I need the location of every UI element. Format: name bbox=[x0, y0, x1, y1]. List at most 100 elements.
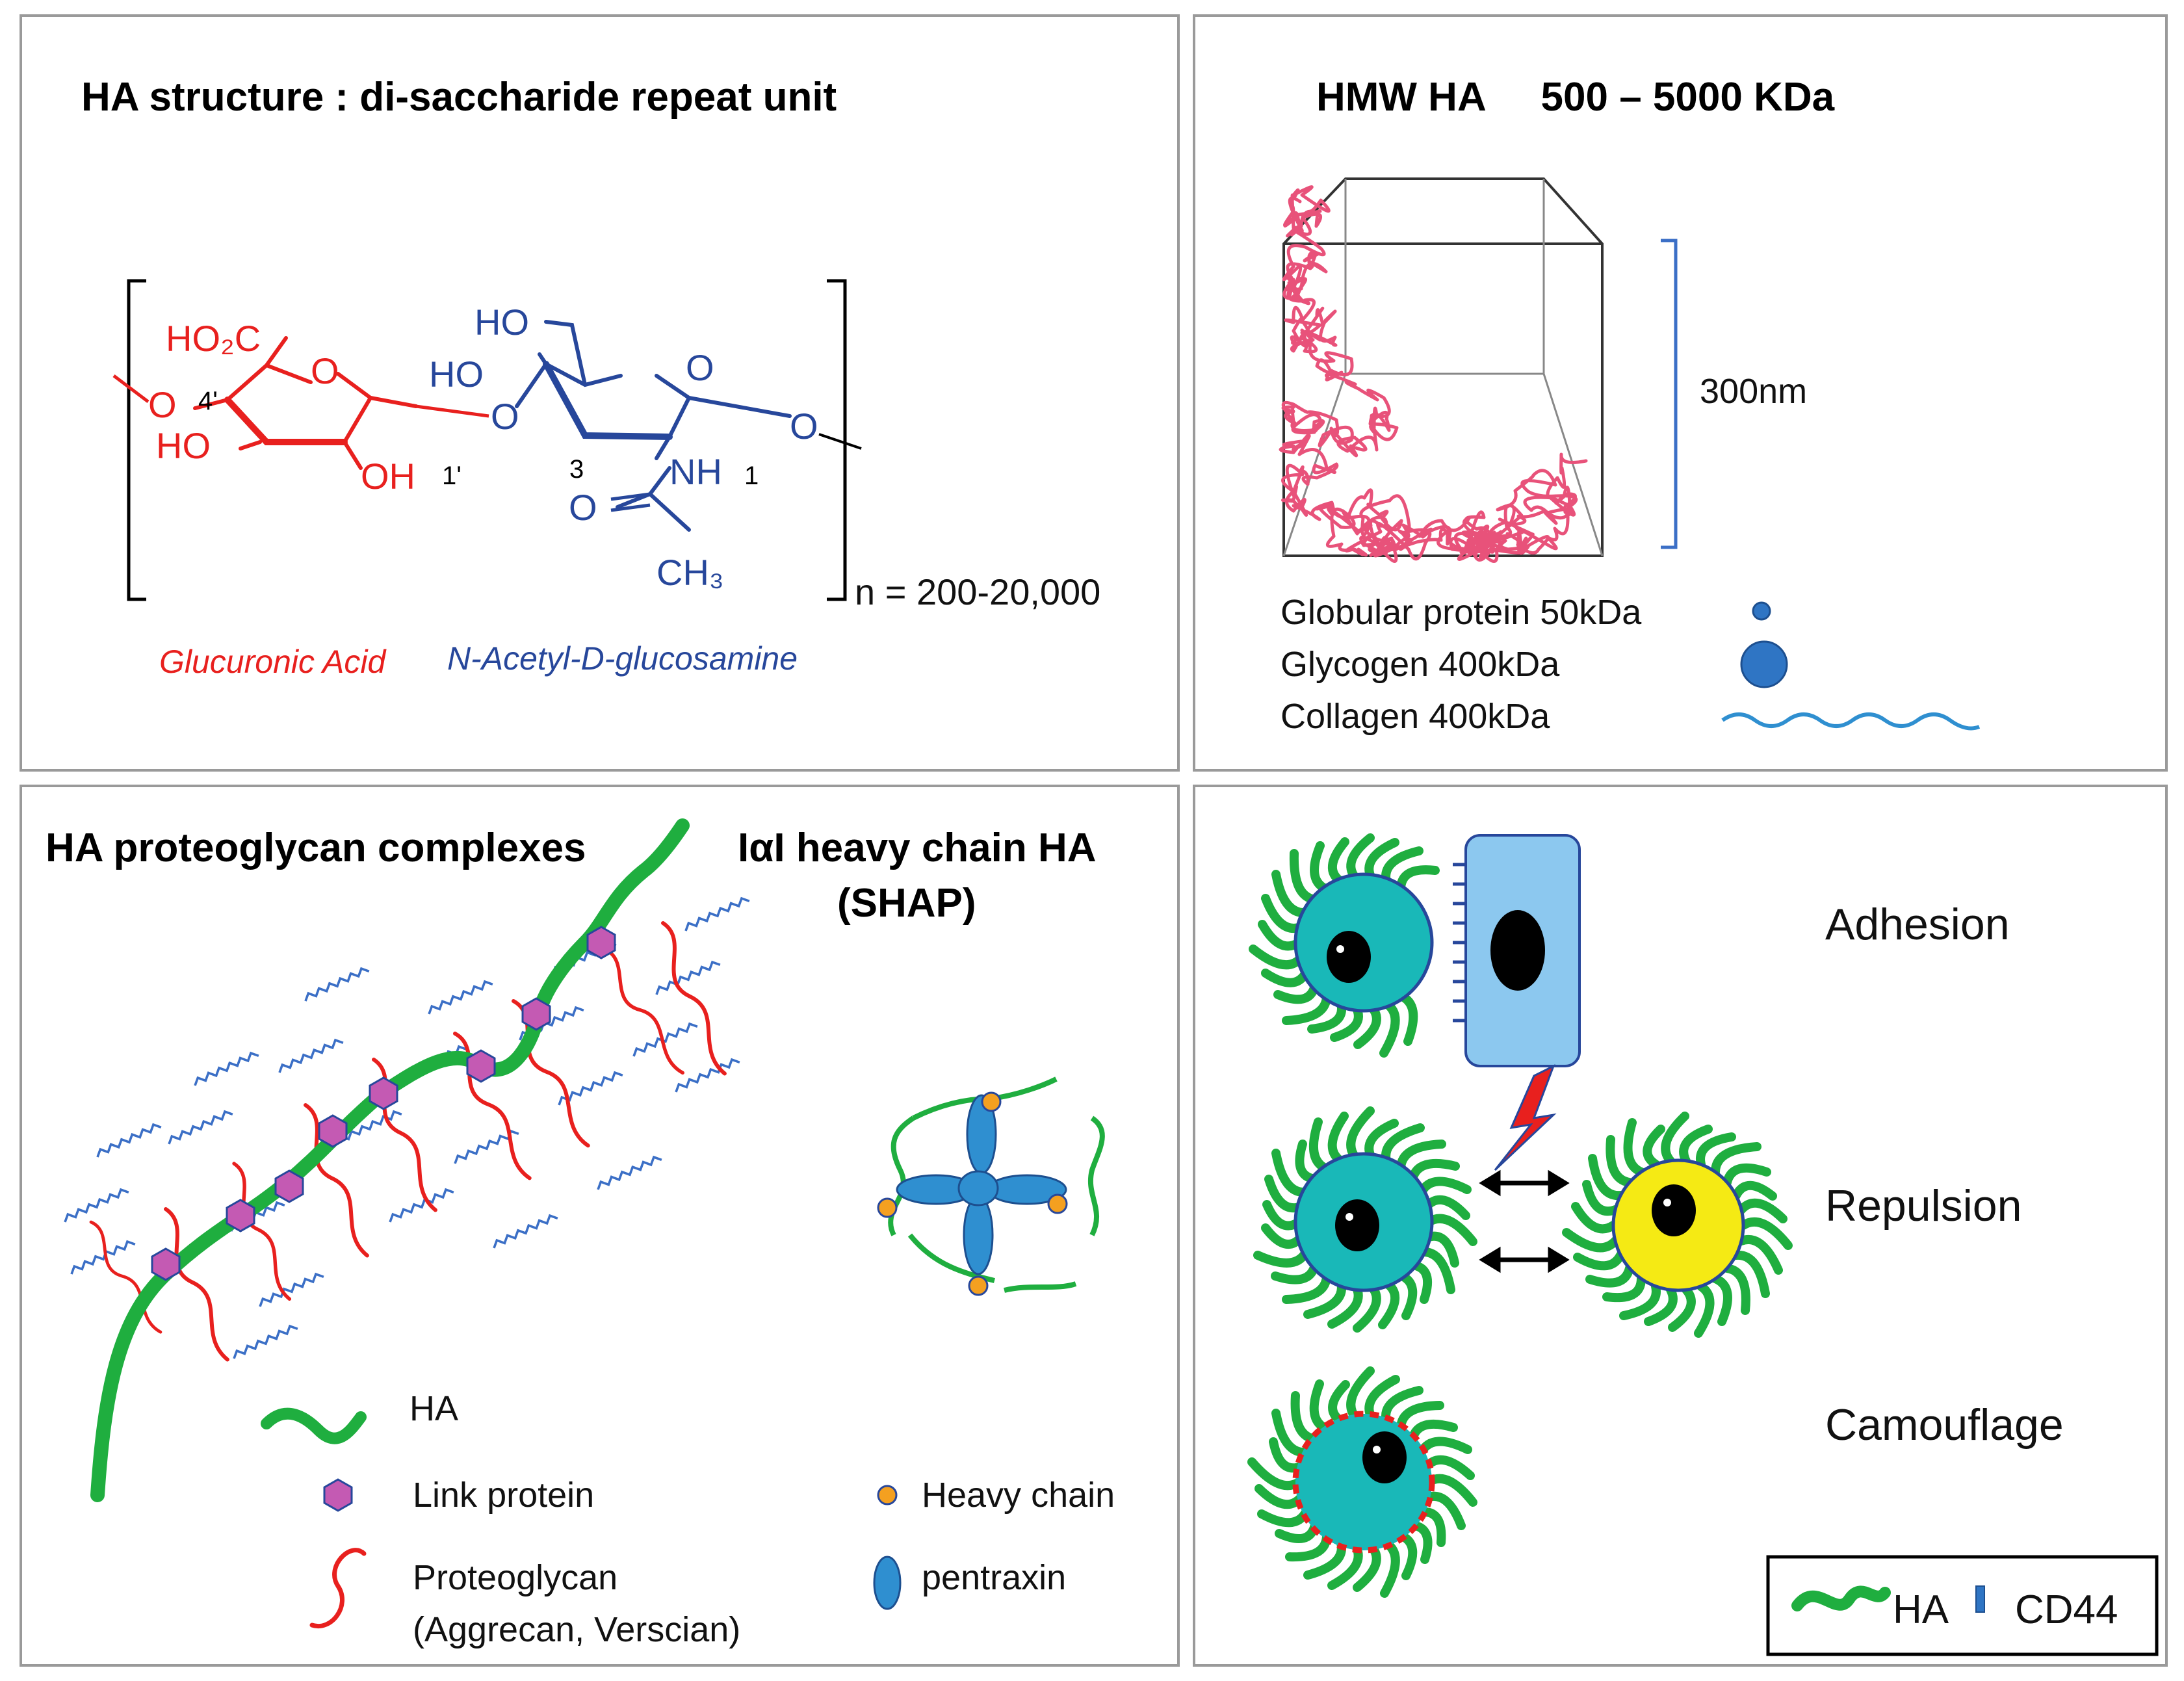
structure-panel bbox=[20, 14, 1180, 772]
ha-coat-strand bbox=[1644, 1285, 1678, 1326]
proteoglycan-title: HA proteoglycan complexes bbox=[46, 826, 586, 870]
ha-coat-strand bbox=[1668, 1285, 1696, 1332]
glycosidic-bond bbox=[415, 404, 489, 418]
glucuronic-acid-label: Glucuronic Acid bbox=[159, 644, 387, 680]
ha-coat-strand bbox=[1573, 1251, 1625, 1271]
ha-coat-strand bbox=[1396, 1271, 1418, 1320]
legend-proteoglycan: Proteoglycan bbox=[413, 1558, 618, 1597]
ha-random-coil bbox=[1279, 185, 1588, 563]
cube-outline bbox=[1282, 177, 1604, 557]
ha-coat-strand bbox=[1290, 1391, 1320, 1444]
shap-title-line1: IαI heavy chain HA bbox=[738, 826, 1097, 870]
carbonyl-oxygen: O bbox=[569, 487, 597, 528]
ha-coat-strand bbox=[1271, 1409, 1310, 1457]
ha-coat-strand bbox=[1396, 865, 1440, 894]
position-1: 1 bbox=[744, 462, 759, 490]
ha-coat-strand bbox=[1711, 1142, 1762, 1177]
right-bracket bbox=[827, 279, 847, 601]
legend-glycogen: Glycogen 400kDa bbox=[1280, 645, 1560, 684]
ha-coat-strand bbox=[1275, 1520, 1320, 1543]
blue-ellipse-icon bbox=[873, 1556, 902, 1610]
ha-coat-strand bbox=[1737, 1198, 1788, 1223]
ch3-label: CH₃ bbox=[656, 552, 724, 593]
ha-coat-strand bbox=[1327, 837, 1349, 886]
ha-coat-strand bbox=[1732, 1180, 1777, 1201]
ha-coat-strand bbox=[1643, 1125, 1665, 1169]
ha-coat-strand bbox=[1380, 1539, 1400, 1598]
ha-coat-strand bbox=[1408, 1158, 1460, 1184]
legend-link-protein: Link protein bbox=[413, 1476, 594, 1515]
adhesion-label: Adhesion bbox=[1825, 900, 2010, 949]
ha-coat-strand bbox=[1249, 945, 1305, 970]
ha-coat-strand bbox=[1732, 1250, 1770, 1298]
scale-label: 300nm bbox=[1700, 372, 1807, 411]
structure-title: HA structure : di-saccharide repeat unit bbox=[81, 75, 837, 120]
ha-coat-strand bbox=[1562, 1228, 1620, 1253]
ha-coat-strand bbox=[1308, 1117, 1331, 1173]
key-ha: HA bbox=[1893, 1587, 1949, 1632]
ha-coat-strand bbox=[1309, 1379, 1331, 1433]
glucuronic-ring bbox=[193, 336, 418, 470]
position-3: 3 bbox=[569, 455, 584, 484]
ha-coat-strand bbox=[1261, 968, 1310, 987]
left-bracket bbox=[127, 279, 146, 601]
ha-coat-strand bbox=[1422, 1491, 1466, 1530]
lightning-icon bbox=[1494, 1063, 1557, 1171]
proteoglycan-icon bbox=[309, 1548, 367, 1629]
key-cd44: CD44 bbox=[2015, 1587, 2118, 1632]
ha-strand-icon bbox=[261, 1407, 367, 1444]
ha-backbone bbox=[90, 818, 690, 1502]
ha-coat-strand bbox=[1417, 1507, 1446, 1547]
shap-complex bbox=[877, 1076, 1105, 1296]
wavy-line-icon bbox=[1721, 712, 1981, 731]
ha-coat-strand bbox=[1722, 1264, 1750, 1315]
camouflage-label: Camouflage bbox=[1825, 1400, 2064, 1450]
ha-coat-strand bbox=[1247, 1457, 1303, 1491]
ha-coat-strand bbox=[1661, 1112, 1689, 1166]
glycosidic-oxygen: O bbox=[491, 396, 519, 437]
acetyl-glucosamine-label: N-Acetyl-D-glucosamine bbox=[447, 640, 798, 677]
position-4prime: 4' bbox=[198, 387, 218, 415]
ha-coat-strand bbox=[1571, 1202, 1618, 1234]
ha-coat-strand bbox=[1696, 1132, 1736, 1169]
ha-coat-strand bbox=[1588, 1154, 1625, 1201]
ho2c-label: HO₂C bbox=[166, 318, 261, 359]
ha-coat-strand bbox=[1269, 1437, 1305, 1473]
ha-coat-strand bbox=[1722, 1163, 1771, 1187]
ha-coat-strand bbox=[1378, 1279, 1399, 1329]
camouflage-cell bbox=[1292, 1411, 1435, 1554]
legend-globular: Globular protein 50kDa bbox=[1280, 593, 1642, 632]
legend-pentraxin: pentraxin bbox=[922, 1558, 1066, 1597]
small-dot-icon bbox=[1752, 601, 1771, 621]
gag-chains bbox=[61, 894, 751, 1360]
proteoglycan-content: HA proteoglycan complexes IαI heavy chai… bbox=[46, 818, 1115, 1649]
repeat-count: n = 200-20,000 bbox=[855, 571, 1100, 612]
ring-oxygen-2: O bbox=[686, 347, 714, 388]
glucosamine-ring bbox=[515, 320, 792, 532]
ha-coat-strand bbox=[1739, 1217, 1793, 1250]
hexagon-icon bbox=[323, 1478, 353, 1512]
ha-coat-strand bbox=[1606, 1135, 1634, 1187]
proteoglycan-cores bbox=[85, 920, 727, 1364]
ha-coat-strand bbox=[1417, 1437, 1472, 1457]
ha-coat-strand bbox=[1310, 841, 1331, 894]
ha-coat-strand bbox=[1585, 1264, 1634, 1288]
hmw-title: HMW HA 500 – 5000 KDa bbox=[1316, 75, 1835, 120]
nh-label: NH bbox=[670, 451, 722, 492]
ha-coat-strand bbox=[1582, 1180, 1620, 1216]
adhesion-pair bbox=[1294, 834, 1581, 1067]
legend-collagen: Collagen 400kDa bbox=[1280, 697, 1550, 736]
ha-key-icon bbox=[1791, 1585, 1891, 1611]
ring-oxygen-1: O bbox=[311, 350, 339, 391]
shap-title-line2: (SHAP) bbox=[837, 881, 976, 926]
legend-ha: HA bbox=[410, 1389, 458, 1428]
ha-coat-strand bbox=[1602, 1274, 1646, 1303]
ha-coat-strand bbox=[1346, 1366, 1375, 1422]
hmw-panel bbox=[1193, 14, 2168, 772]
scale-bar bbox=[1661, 239, 1678, 549]
ha-coat-strand bbox=[1711, 1274, 1732, 1326]
ha-coat-strand bbox=[1257, 1507, 1310, 1528]
ho-left-label: HO bbox=[156, 425, 211, 466]
large-dot-icon bbox=[1740, 640, 1788, 688]
